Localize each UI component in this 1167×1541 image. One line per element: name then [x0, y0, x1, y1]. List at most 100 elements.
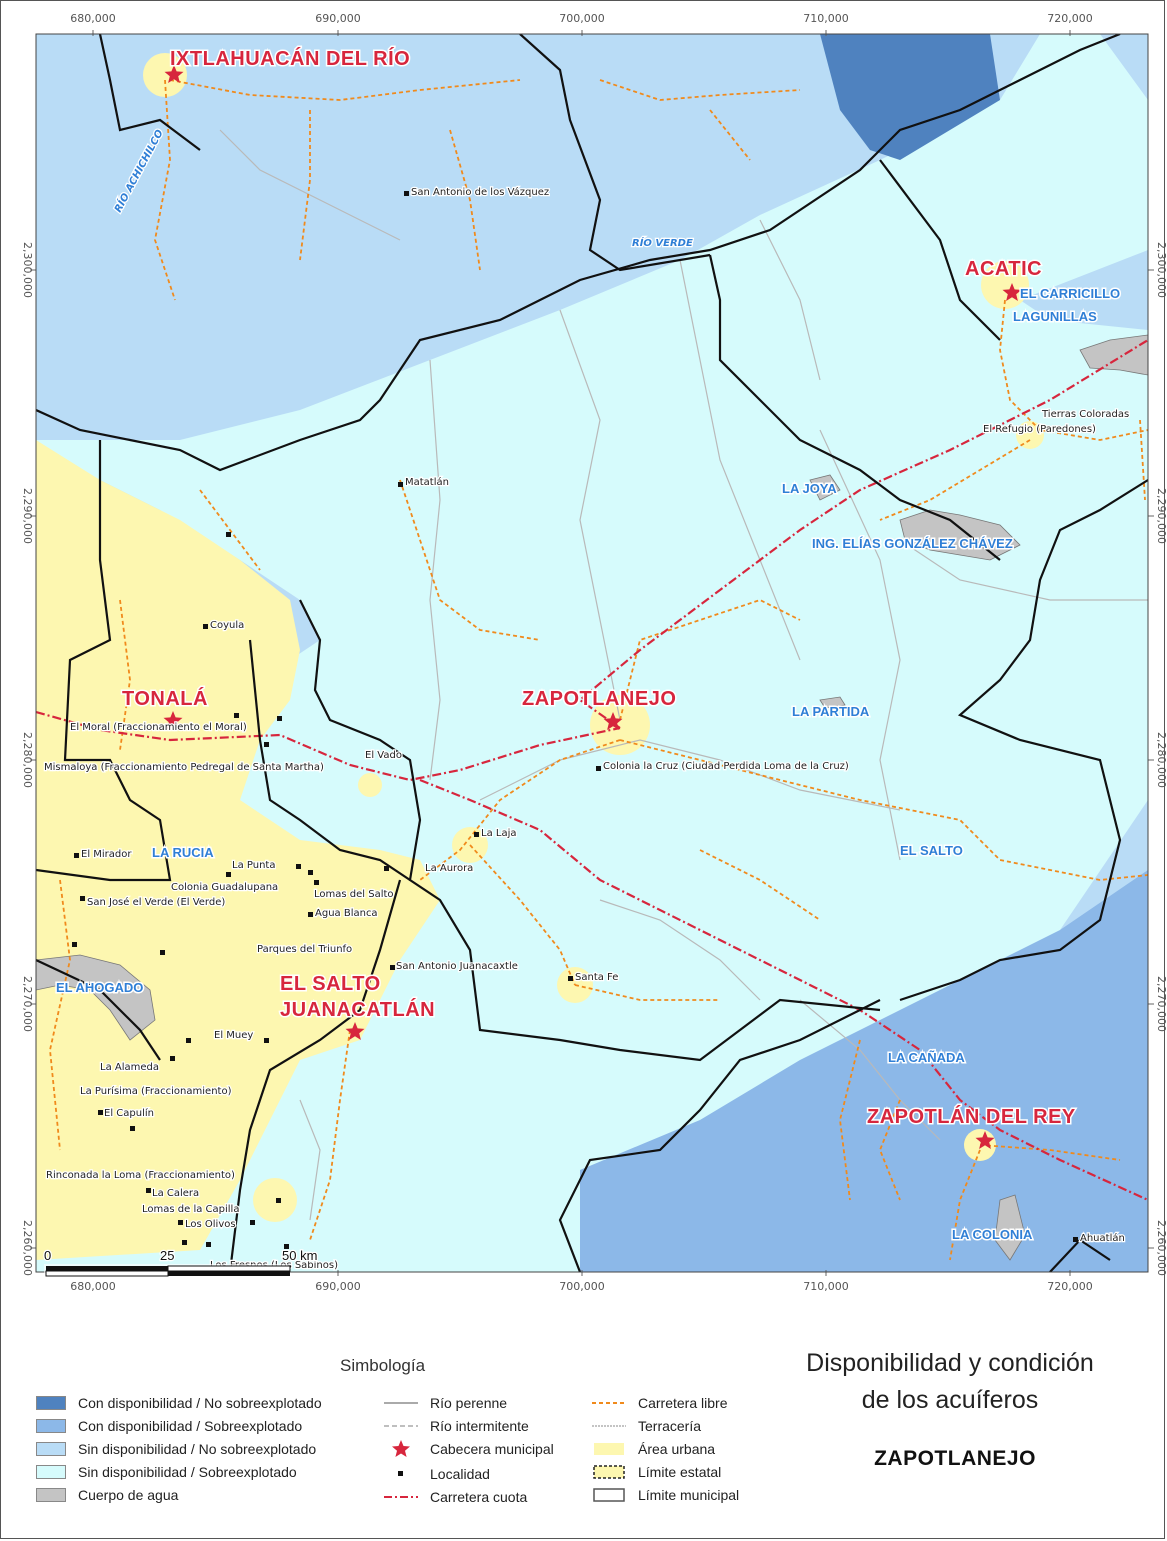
legend-label: Límite estatal	[638, 1464, 722, 1480]
river-perennial-icon	[384, 1396, 418, 1410]
loc-label: Mismaloya (Fraccionamiento Pedregal de S…	[44, 762, 324, 773]
y-tick-left: 2,280,000	[21, 732, 34, 788]
x-tick-top: 720,000	[1047, 12, 1093, 25]
legend: Simbología Con disponibilidad / No sobre…	[36, 1352, 776, 1532]
free-roads	[49, 79, 1148, 1261]
loc-label: Rinconada la Loma (Fraccionamiento)	[46, 1170, 235, 1181]
locality-icon	[384, 1467, 418, 1481]
y-tick-right: 2,270,000	[1155, 976, 1167, 1032]
label-zapotlan-del-rey: ZAPOTLÁN DEL REY	[867, 1105, 1076, 1128]
scale-label-0: 0	[44, 1248, 51, 1263]
label-el-salto: EL SALTO	[280, 973, 381, 995]
y-tick-labels-right: 2,300,000 2,290,000 2,280,000 2,270,000 …	[1155, 242, 1167, 1276]
star-icon	[975, 1131, 995, 1149]
loc-label: La Aurora	[425, 863, 473, 874]
legend-item-limite-estatal: Límite estatal	[592, 1461, 721, 1483]
legend-item-sin-no-sobre: Sin disponibilidad / No sobreexplotado	[36, 1438, 316, 1460]
label-acatic: ACATIC	[965, 258, 1042, 280]
state-limit-icon	[592, 1465, 626, 1479]
label-el-carricillo: EL CARRICILLO	[1020, 286, 1120, 301]
legend-item-con-no-sobre: Con disponibilidad / No sobreexplotado	[36, 1392, 322, 1414]
river-intermittent-icon	[384, 1419, 418, 1433]
swatch	[36, 1419, 66, 1433]
legend-label: Cabecera municipal	[430, 1441, 554, 1457]
map-body	[36, 34, 1148, 1272]
aquifer-east-strip	[1060, 800, 1148, 930]
aquifer-acatic	[1020, 250, 1148, 330]
legend-item-cuerpo-agua: Cuerpo de agua	[36, 1484, 178, 1506]
municipality-name: ZAPOTLANEJO	[874, 1447, 1036, 1470]
star-icon	[384, 1440, 418, 1457]
loc-label: Lomas de la Capilla	[142, 1204, 239, 1215]
x-tick-labels-bottom: 680,000 690,000 700,000 710,000 720,000	[70, 1280, 1093, 1293]
x-tick-top: 710,000	[803, 12, 849, 25]
legend-label: Con disponibilidad / Sobreexplotado	[78, 1418, 303, 1434]
scale-bar: 0 25 50 km	[43, 1247, 319, 1280]
legend-item-carretera-libre: Carretera libre	[592, 1392, 727, 1414]
label-la-partida: LA PARTIDA	[792, 704, 870, 719]
label-la-canada: LA CAÑADA	[888, 1050, 965, 1065]
label-ixtlahuacan: IXTLAHUACÁN DEL RÍO	[170, 47, 410, 70]
scale-label-25: 25	[160, 1248, 174, 1263]
cabecera-stars	[163, 65, 1022, 1149]
swatch	[36, 1442, 66, 1456]
legend-item-cabecera: Cabecera municipal	[384, 1438, 554, 1460]
x-tick-top: 700,000	[559, 12, 605, 25]
star-icon	[345, 1022, 365, 1040]
legend-label: Carretera cuota	[430, 1489, 528, 1505]
y-tick-labels-left: 2,300,000 2,290,000 2,280,000 2,270,000 …	[21, 242, 34, 1276]
label-la-colonia: LA COLONIA	[952, 1227, 1033, 1242]
label-el-ahogado: EL AHOGADO	[56, 980, 143, 995]
y-tick-left: 2,300,000	[21, 242, 34, 298]
label-tonala: TONALÁ	[122, 687, 208, 710]
legend-item-rio-perenne: Río perenne	[384, 1392, 507, 1414]
legend-label: Límite municipal	[638, 1487, 740, 1503]
legend-label: Localidad	[430, 1466, 490, 1482]
legend-label: Área urbana	[638, 1441, 716, 1457]
y-tick-right: 2,280,000	[1155, 732, 1167, 788]
legend-label: Carretera libre	[638, 1395, 728, 1411]
map-title-line-1: Disponibilidad y condición	[806, 1349, 1094, 1377]
y-tick-left: 2,260,000	[21, 1220, 34, 1276]
scale-label-50: 50 km	[282, 1248, 317, 1263]
y-tick-right: 2,300,000	[1155, 242, 1167, 298]
x-tick-bottom: 710,000	[803, 1280, 849, 1293]
star-icon	[163, 711, 183, 729]
legend-title: Simbología	[340, 1356, 426, 1375]
legend-label: Sin disponibilidad / Sobreexplotado	[78, 1464, 297, 1480]
label-el-salto-place: EL SALTO	[900, 843, 963, 858]
label-rio-verde: RÍO VERDE	[632, 236, 693, 249]
y-tick-right: 2,290,000	[1155, 488, 1167, 544]
x-tick-bottom: 680,000	[70, 1280, 116, 1293]
x-tick-top: 680,000	[70, 12, 116, 25]
aquifer-con-sobre	[580, 830, 1148, 1272]
map-title: Disponibilidad y condición de los acuífe…	[745, 1345, 1155, 1419]
toll-road-icon	[384, 1490, 418, 1504]
dirt-road-icon	[592, 1419, 626, 1433]
x-tick-bottom: 720,000	[1047, 1280, 1093, 1293]
loc-label: Tierras Coloradas	[1041, 409, 1129, 420]
municipio-labels: IXTLAHUACÁN DEL RÍO ACATIC TONALÁ ZAPOTL…	[121, 46, 1077, 1130]
loc-label: Lomas del Salto	[314, 889, 394, 900]
star-icon	[164, 65, 184, 83]
loc-label: San Antonio Juanacaxtle	[396, 961, 518, 972]
legend-item-rio-intermitente: Río intermitente	[384, 1415, 529, 1437]
star-icon	[603, 712, 623, 730]
loc-label: Agua Blanca	[315, 908, 378, 919]
legend-label: Río perenne	[430, 1395, 508, 1411]
place-labels: EL CARRICILLO LAGUNILLAS LA JOYA ING. EL…	[55, 285, 1122, 1244]
x-tick-top: 690,000	[315, 12, 361, 25]
municipal-limit-icon	[592, 1488, 626, 1502]
locality-points	[72, 191, 1078, 1249]
swatch	[36, 1465, 66, 1479]
loc-label: San José el Verde (El Verde)	[87, 896, 225, 908]
legend-label: Cuerpo de agua	[78, 1487, 179, 1503]
map-title-line-2: de los acuíferos	[861, 1386, 1039, 1414]
legend-item-localidad: Localidad	[384, 1463, 490, 1485]
label-zapotlanejo: ZAPOTLANEJO	[522, 688, 676, 710]
loc-label: Ahuatlán	[1080, 1232, 1125, 1244]
legend-label: Río intermitente	[430, 1418, 529, 1434]
loc-label: El Refugio (Paredones)	[983, 424, 1096, 435]
x-tick-bottom: 690,000	[315, 1280, 361, 1293]
water-bodies	[36, 334, 1148, 1261]
